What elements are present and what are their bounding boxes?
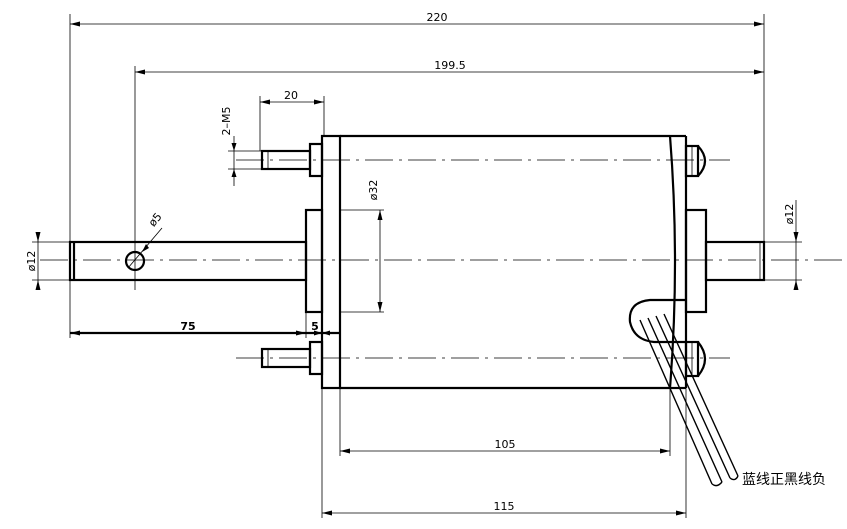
dim-overall-length: 220 — [69, 11, 765, 242]
wire-polarity-note: 蓝线正黑线负 — [742, 472, 826, 488]
dim-199-5: 199.5 — [134, 59, 764, 290]
label-2-m5: 2–M5 — [220, 107, 233, 136]
terminal-studs — [260, 142, 324, 376]
front-flange-boss — [304, 208, 324, 314]
dim-thread-2-m5: 2–M5 — [220, 107, 262, 186]
label-right-dia-12: ø12 — [783, 204, 796, 225]
dim-housing-length-115: 115 — [321, 388, 687, 518]
dim-right-shaft-diameter: ø12 — [764, 200, 802, 290]
wire-grommet — [628, 298, 686, 344]
dim-hole-diameter: ø5 — [127, 210, 165, 269]
upper-bolt-head — [697, 145, 707, 177]
dim-terminal-20: 20 — [259, 89, 325, 151]
dim-shaft-length-75: 75 — [69, 280, 307, 338]
upper-stud-nut — [308, 142, 324, 178]
left-shaft-outline — [68, 240, 308, 282]
blue-wire-edge-2 — [647, 317, 723, 483]
label-115: 115 — [494, 500, 515, 513]
lower-stud-nut — [308, 340, 324, 376]
dim-body-length-105: 105 — [339, 388, 671, 456]
label-75: 75 — [180, 320, 195, 333]
label-dia-5: ø5 — [146, 210, 165, 229]
dim-left-shaft-diameter: ø12 — [25, 232, 70, 290]
dim-flange-gap-5: 5 — [306, 320, 340, 338]
front-flange-plate — [320, 134, 342, 390]
black-wire-edge-2 — [663, 313, 739, 477]
black-wire-edge-1 — [655, 315, 731, 479]
body-end-curve — [668, 135, 677, 389]
label-5: 5 — [311, 320, 319, 333]
label-199-5: 199.5 — [434, 59, 466, 72]
rear-bolts — [684, 144, 708, 378]
center-lines — [40, 159, 847, 359]
dim-body-diameter: ø32 — [340, 180, 384, 313]
label-dia-32: ø32 — [367, 180, 380, 201]
label-105: 105 — [495, 438, 516, 451]
left-output-shaft — [68, 240, 308, 282]
label-220: 220 — [427, 11, 448, 24]
rear-boss — [684, 208, 708, 314]
blue-wire-edge-1 — [639, 319, 713, 485]
right-shaft — [704, 240, 766, 282]
label-20: 20 — [284, 89, 298, 102]
front-flange — [304, 134, 342, 390]
lead-wires — [628, 298, 739, 487]
label-left-dia-12: ø12 — [25, 251, 38, 272]
lower-bolt-head — [697, 341, 707, 377]
motor-body — [340, 134, 688, 390]
right-shaft-outline — [704, 240, 766, 282]
